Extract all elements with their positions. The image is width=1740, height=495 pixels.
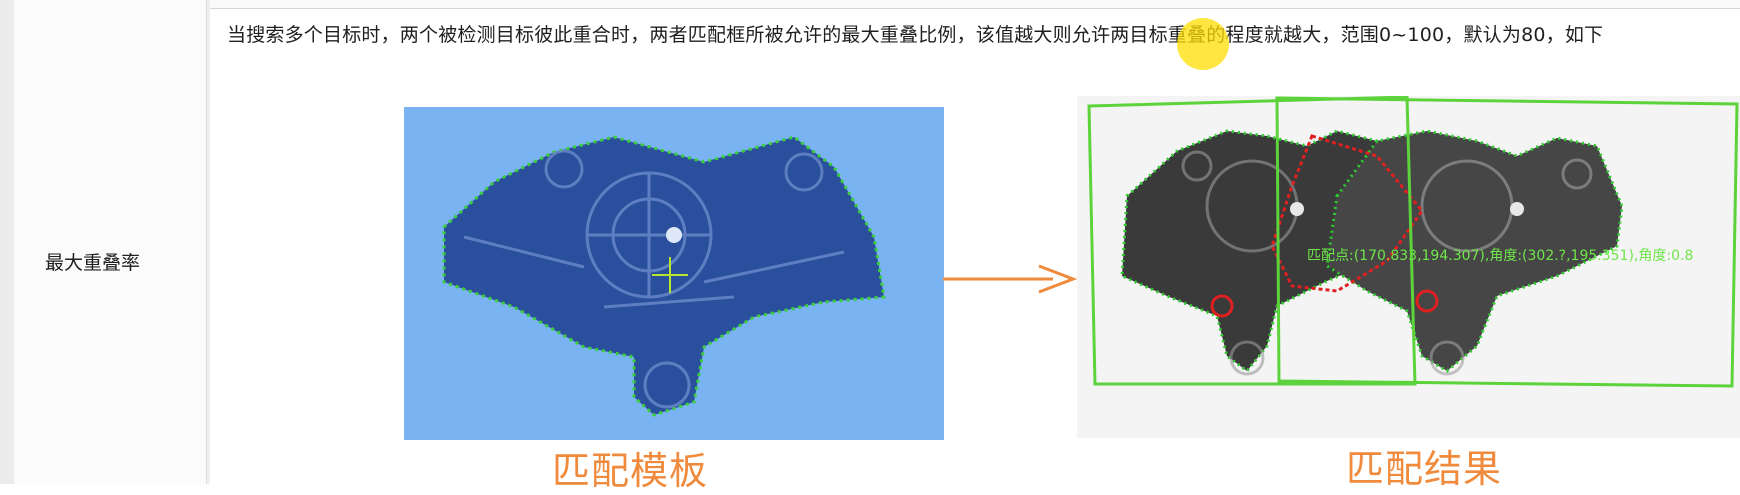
parameter-description: 当搜索多个目标时，两个被检测目标彼此重合时，两者匹配框所被允许的最大重叠比例，该… — [227, 24, 1604, 46]
table-top-border — [14, 0, 1740, 9]
match-box-right — [1275, 96, 1739, 388]
match-part-right — [1290, 129, 1624, 376]
result-caption: 匹配结果 — [1346, 447, 1503, 491]
cursor-highlight — [1177, 18, 1229, 70]
table-left-border — [0, 0, 15, 484]
template-center-marker — [652, 257, 688, 293]
template-image — [404, 107, 944, 440]
result-part-drawing: 匹配点:(170.833,194.307),角度:(302.?,195.351)… — [1087, 95, 1739, 388]
overlap-marker — [1415, 289, 1439, 313]
overlap-marker — [1210, 294, 1234, 318]
overlap-outline — [1270, 134, 1424, 293]
template-caption: 匹配模板 — [552, 449, 709, 493]
arrow-icon — [943, 264, 1077, 294]
template-part-drawing — [442, 135, 886, 417]
parameter-name: 最大重叠率 — [45, 252, 141, 274]
parameter-name-cell: 最大重叠率 — [14, 0, 210, 484]
match-overlay-text: 匹配点:(170.833,194.307),角度:(302.?,195.351)… — [1307, 248, 1693, 264]
cell-divider — [207, 0, 210, 484]
result-image: 匹配点:(170.833,194.307),角度:(302.?,195.351)… — [1077, 95, 1740, 438]
